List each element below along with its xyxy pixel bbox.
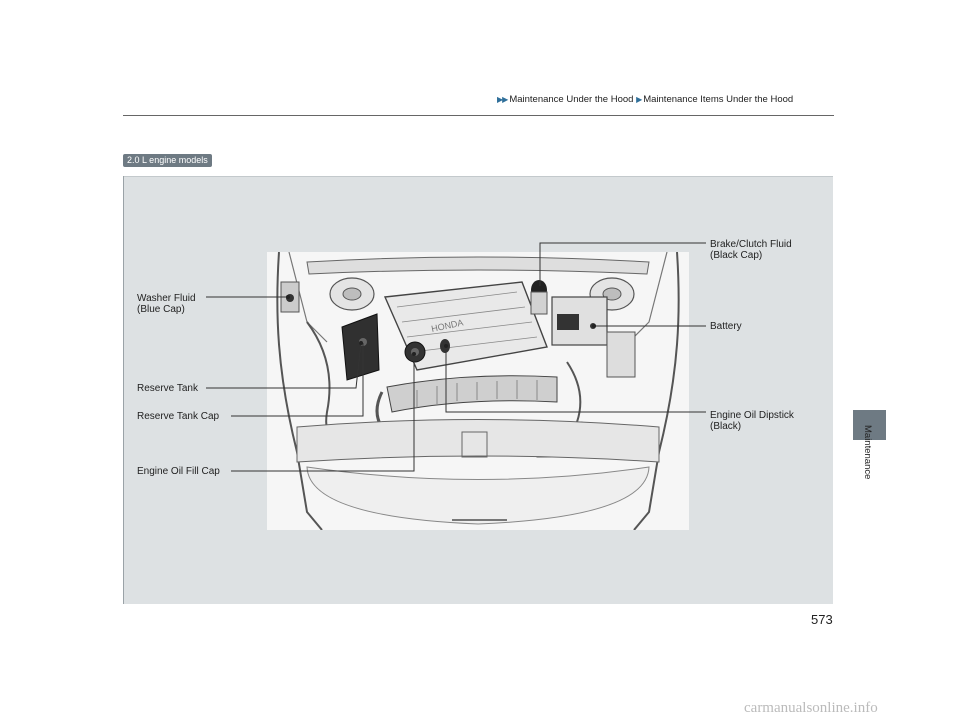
panel-top-border xyxy=(123,176,833,177)
label-reserve-tank-cap: Reserve Tank Cap xyxy=(137,411,220,422)
label-brake-clutch-fluid: Brake/Clutch Fluid (Black Cap) xyxy=(710,239,792,261)
breadcrumb: ▶▶Maintenance Under the Hood ▶Maintenanc… xyxy=(497,94,793,105)
label-line: Engine Oil Dipstick xyxy=(710,410,794,421)
label-washer-fluid: Washer Fluid (Blue Cap) xyxy=(137,293,196,315)
label-line: (Black Cap) xyxy=(710,250,763,261)
breadcrumb-item-items[interactable]: Maintenance Items Under the Hood xyxy=(643,94,794,105)
label-line: (Black) xyxy=(710,421,742,432)
label-line: Washer Fluid xyxy=(137,293,196,304)
label-battery: Battery xyxy=(710,321,742,332)
section-label: Maintenance xyxy=(862,425,873,480)
watermark: carmanualsonline.info xyxy=(744,700,878,716)
label-engine-oil-fill-cap: Engine Oil Fill Cap xyxy=(137,466,220,477)
section-tab[interactable] xyxy=(853,410,886,440)
panel-left-border xyxy=(123,176,124,604)
engine-bay-illustration: HONDA xyxy=(267,252,689,530)
label-line: (Blue Cap) xyxy=(137,304,185,315)
arrow-icon: ▶ xyxy=(636,95,642,104)
engine-model-badge: 2.0 L engine models xyxy=(123,154,212,167)
breadcrumb-item-under-hood[interactable]: Maintenance Under the Hood xyxy=(509,94,634,105)
page-number: 573 xyxy=(811,612,833,627)
double-arrow-icon: ▶▶ xyxy=(497,95,508,104)
label-engine-oil-dipstick: Engine Oil Dipstick (Black) xyxy=(710,410,794,432)
label-reserve-tank: Reserve Tank xyxy=(137,383,198,394)
header-divider xyxy=(123,115,834,116)
label-line: Brake/Clutch Fluid xyxy=(710,239,792,250)
